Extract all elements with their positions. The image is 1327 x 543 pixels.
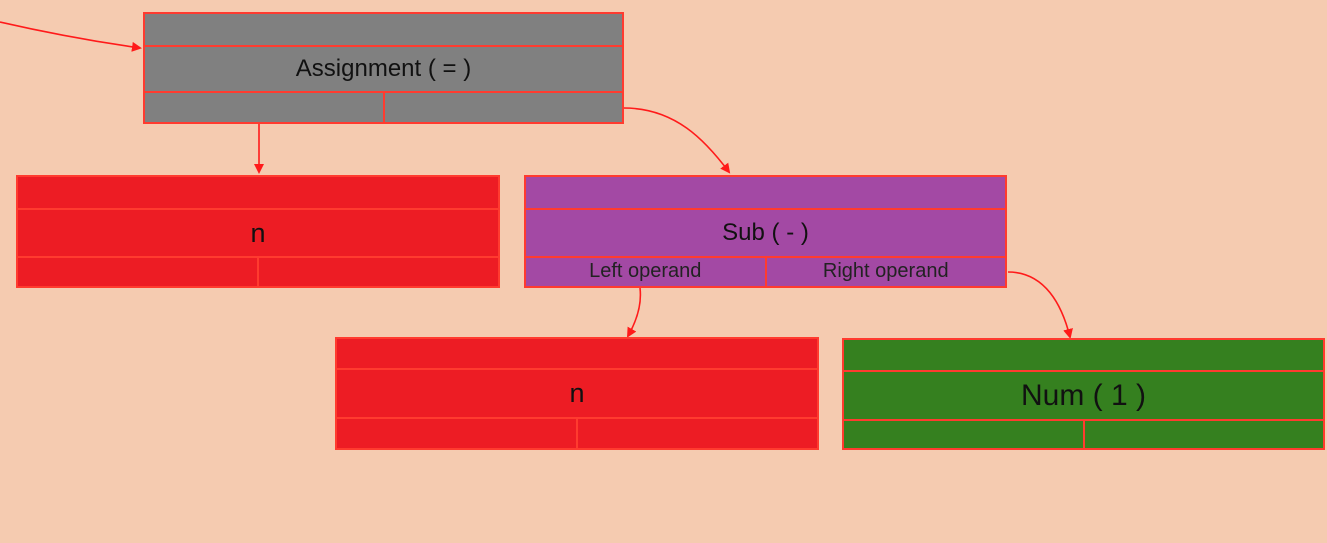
node-assignment: Assignment ( = ) xyxy=(143,12,624,124)
node-sub-operands: Left operand Right operand xyxy=(526,256,1005,286)
node-num: Num ( 1 ) xyxy=(842,338,1325,450)
node-n-inner-label: n xyxy=(337,370,817,419)
node-n-inner-right-operand xyxy=(578,417,817,448)
edge-sub-right-to-num xyxy=(1007,271,1073,339)
node-assignment-top-slot xyxy=(145,14,622,47)
node-n-inner-top-slot xyxy=(337,339,817,370)
node-sub: Sub ( - ) Left operand Right operand xyxy=(524,175,1007,288)
node-num-operands xyxy=(844,419,1323,448)
node-sub-left-operand: Left operand xyxy=(526,256,767,286)
node-sub-right-operand: Right operand xyxy=(822,259,949,282)
node-n-left-label: n xyxy=(18,210,498,258)
node-n-left-operands xyxy=(18,256,498,286)
node-assignment-left-operand xyxy=(145,91,385,122)
node-num-top-slot xyxy=(844,340,1323,372)
node-assignment-label: Assignment ( = ) xyxy=(145,47,622,93)
node-n-inner-operands xyxy=(337,417,817,448)
node-n-inner-left-operand xyxy=(337,417,578,448)
node-assignment-right-operand xyxy=(385,91,623,122)
edge-assignment-to-sub xyxy=(623,107,731,174)
node-n-left-top-slot xyxy=(18,177,498,210)
node-num-left-operand xyxy=(844,419,1085,448)
node-n-inner: n xyxy=(335,337,819,450)
edge-sub-left-to-n xyxy=(627,287,642,338)
node-n-left-left-operand xyxy=(18,256,259,286)
node-assignment-operands xyxy=(145,91,622,122)
node-sub-label: Sub ( - ) xyxy=(526,210,1005,258)
node-sub-top-slot xyxy=(526,177,1005,210)
node-num-label: Num ( 1 ) xyxy=(844,372,1323,421)
edge-incoming-to-assignment xyxy=(0,21,142,52)
node-n-left-right-operand xyxy=(259,256,498,286)
node-n-left: n xyxy=(16,175,500,288)
node-num-right-operand xyxy=(1085,419,1324,448)
